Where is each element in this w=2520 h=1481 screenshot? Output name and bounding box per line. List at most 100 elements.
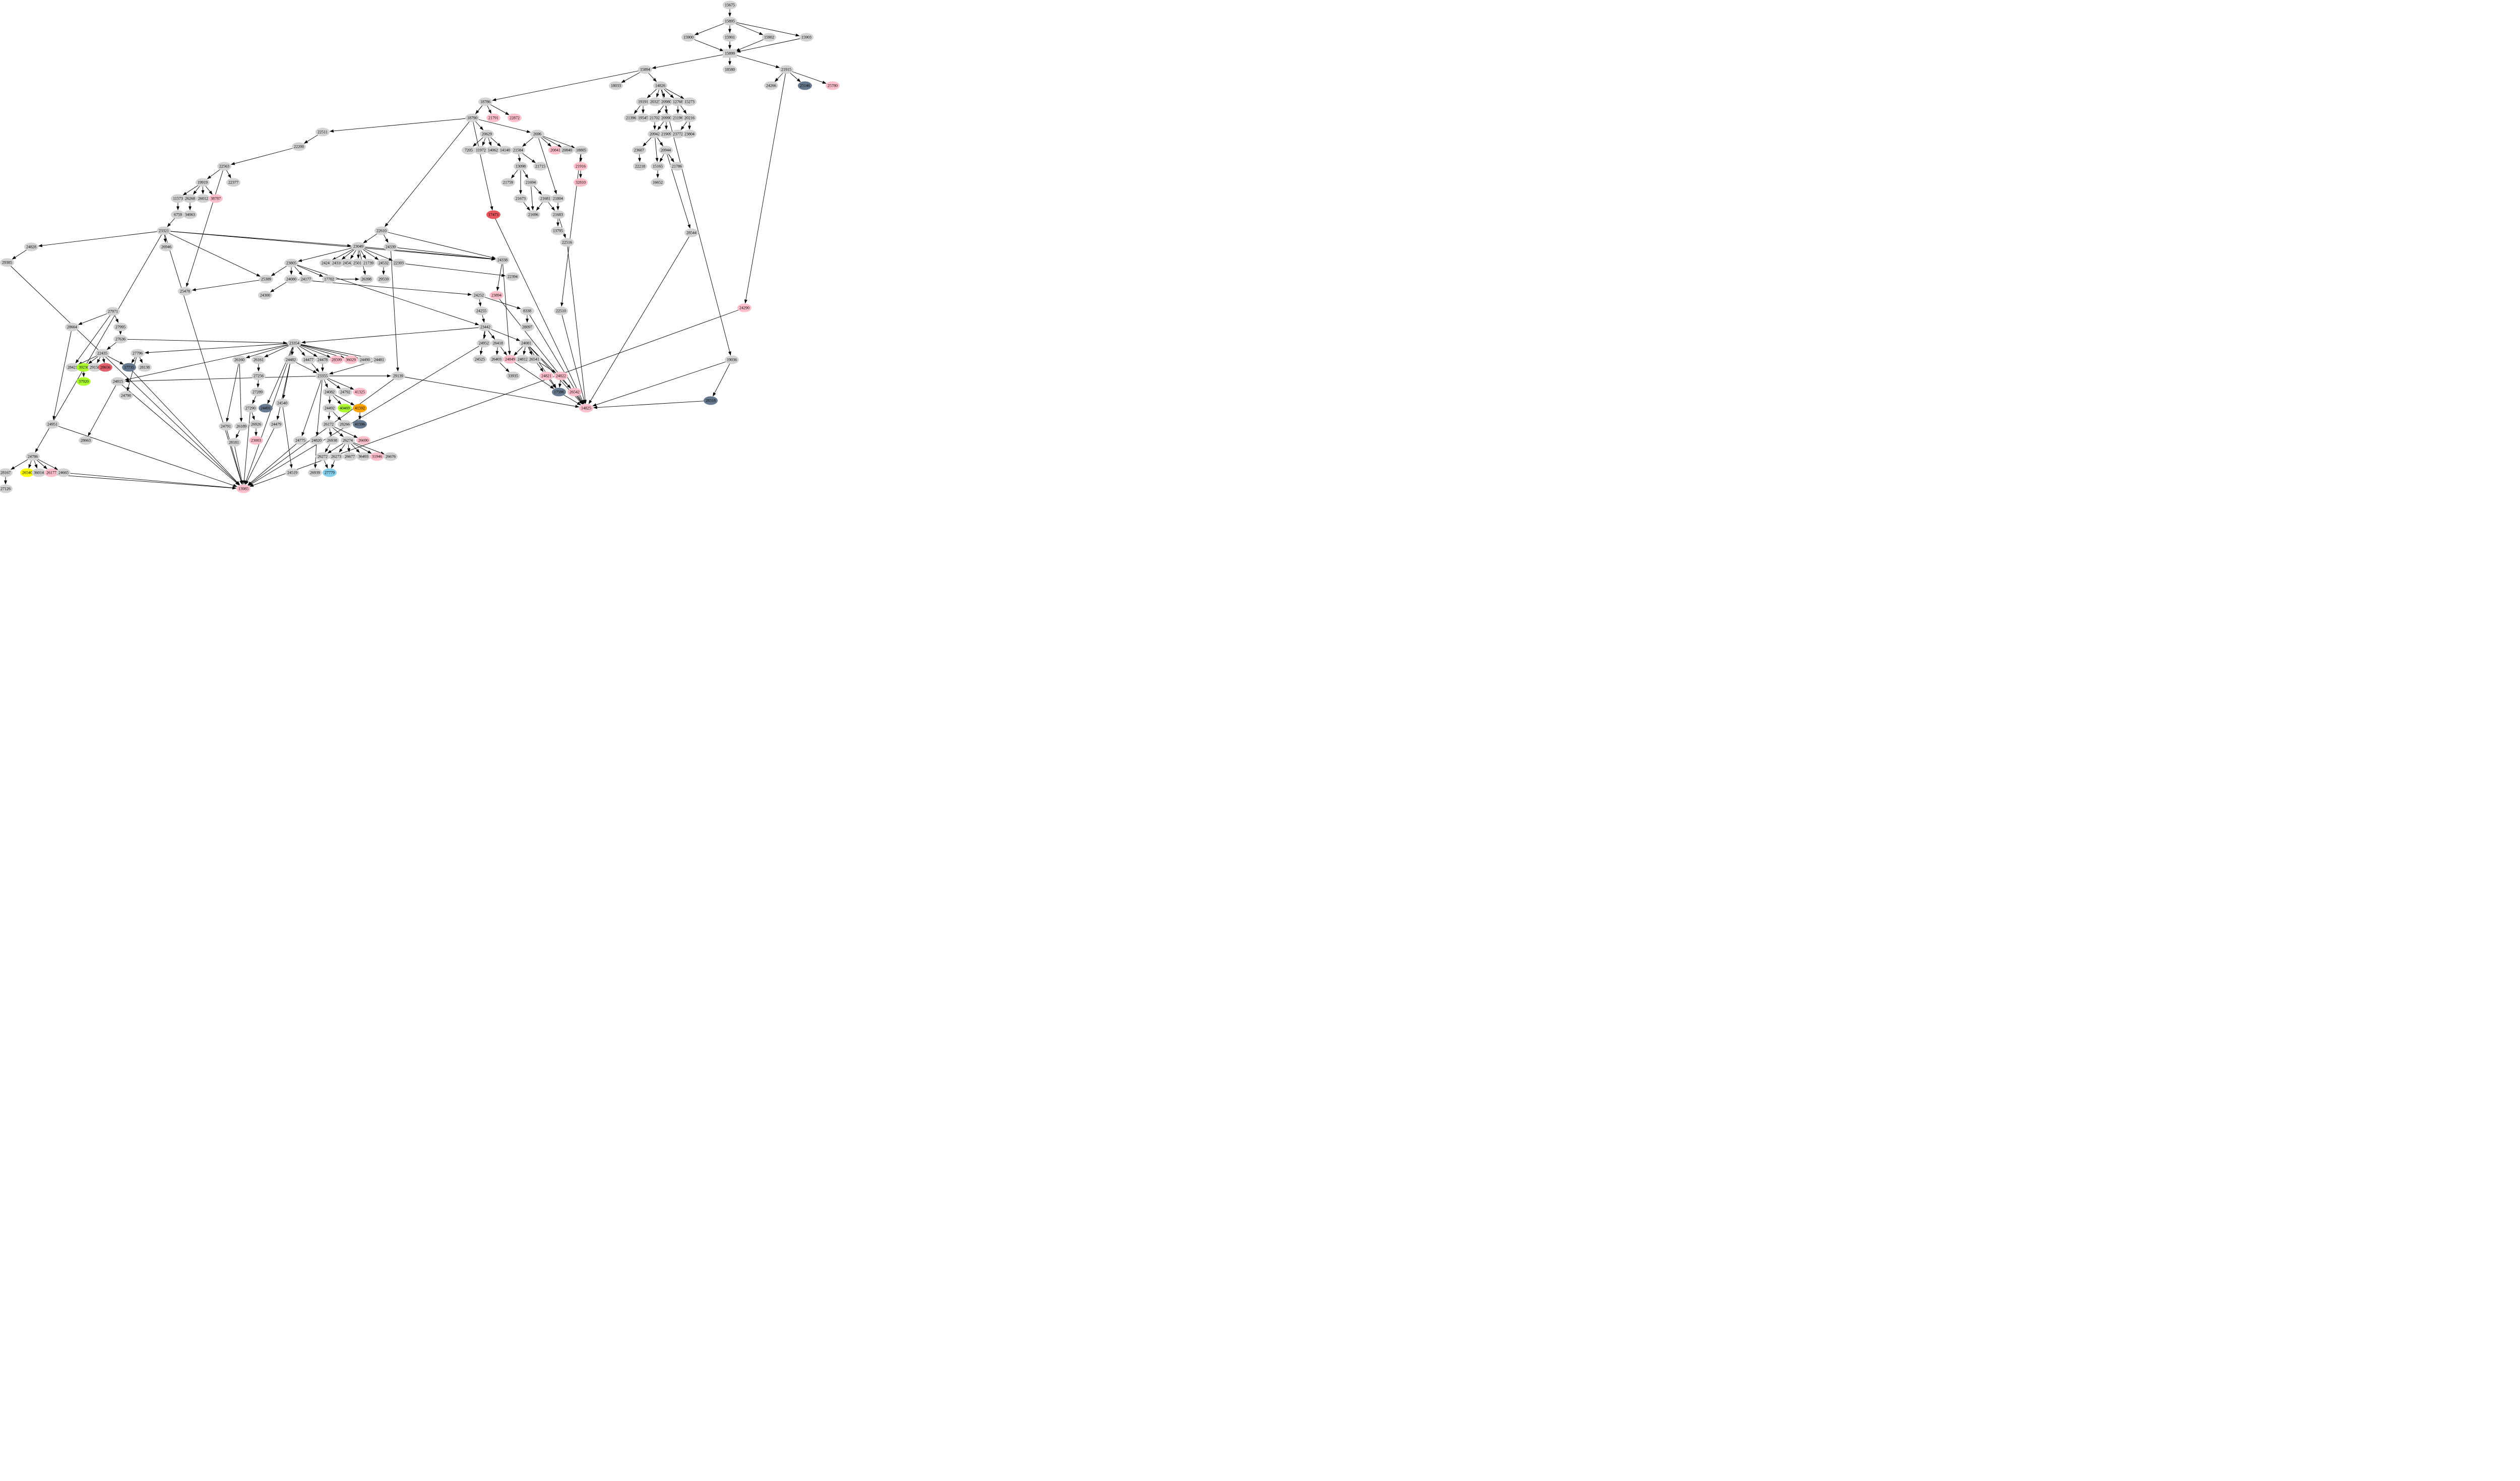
node-26939: 26939 bbox=[308, 468, 322, 477]
node-29139: 29139 bbox=[391, 371, 405, 380]
node-28097: 28097 bbox=[520, 323, 534, 332]
node-label-41596: 41596 bbox=[355, 422, 365, 427]
node-shape-12768 bbox=[671, 97, 685, 106]
node-shape-26946 bbox=[159, 242, 173, 251]
node-27779: 27779 bbox=[323, 468, 337, 477]
node-32810: 32810 bbox=[574, 178, 588, 187]
node-24082: 24082 bbox=[323, 388, 337, 397]
node-22200: 22200 bbox=[292, 142, 306, 151]
node-label-11573: 11573 bbox=[173, 197, 183, 201]
node-18790: 18790 bbox=[465, 113, 479, 122]
node-24255: 24255 bbox=[474, 306, 488, 315]
node-21786: 21786 bbox=[670, 162, 684, 171]
node-shape-24952 bbox=[477, 339, 491, 348]
node-shape-18786 bbox=[478, 97, 492, 106]
node-24339: 24339 bbox=[384, 242, 398, 251]
node-shape-11573 bbox=[171, 194, 185, 203]
node-26541: 26541 bbox=[527, 355, 541, 364]
node-shape-26541 bbox=[527, 355, 541, 364]
node-shape-22218 bbox=[633, 162, 647, 171]
node-24540: 24540 bbox=[275, 399, 289, 408]
node-shape-22563 bbox=[217, 162, 231, 171]
edge-24339-24338 bbox=[390, 246, 496, 261]
node-shape-20841 bbox=[548, 146, 562, 155]
node-shape-24822 bbox=[554, 371, 568, 380]
node-shape-22516 bbox=[560, 238, 574, 247]
node-21683: 21683 bbox=[551, 210, 565, 219]
node-label-21683: 21683 bbox=[553, 213, 563, 217]
node-shape-25146 bbox=[798, 81, 812, 90]
node-26268: 26268 bbox=[183, 194, 197, 203]
node-shape-24812 bbox=[516, 355, 530, 364]
node-shape-26189 bbox=[234, 422, 248, 431]
node-shape-18805 bbox=[574, 146, 588, 155]
node-37920: 37920 bbox=[77, 377, 91, 386]
edge-18790-22511 bbox=[329, 117, 473, 133]
node-20942: 20942 bbox=[648, 130, 662, 139]
node-shape-25389 bbox=[259, 275, 273, 284]
node-label-28181: 28181 bbox=[229, 440, 239, 445]
node-shape-41592 bbox=[353, 404, 367, 413]
node-shape-22394 bbox=[506, 272, 520, 281]
node-6759: 6759 bbox=[171, 210, 185, 219]
node-15899: 15899 bbox=[723, 49, 737, 58]
node-18786: 18786 bbox=[478, 97, 492, 106]
node-shape-14140 bbox=[498, 146, 512, 155]
node-shape-28664 bbox=[65, 323, 79, 332]
node-shape-23805 bbox=[284, 259, 298, 268]
node-label-23804: 23804 bbox=[684, 132, 695, 137]
node-label-15273: 15273 bbox=[684, 100, 695, 104]
node-shape-28181 bbox=[227, 438, 241, 447]
node-label-25010: 25010 bbox=[353, 261, 363, 266]
node-shape-21804 bbox=[551, 194, 565, 203]
node-28656: 28656 bbox=[98, 363, 112, 372]
node-28663: 28663 bbox=[79, 436, 93, 445]
node-label-14825: 14825 bbox=[581, 406, 591, 411]
node-shape-29385 bbox=[0, 258, 14, 267]
node-24525: 24525 bbox=[473, 355, 487, 364]
node-label-18790: 18790 bbox=[467, 116, 477, 120]
edge-23321-24786 bbox=[35, 230, 164, 453]
node-23805: 23805 bbox=[284, 259, 298, 268]
node-22516: 22516 bbox=[560, 238, 574, 247]
node-shape-24775 bbox=[293, 436, 307, 445]
node-21759: 21759 bbox=[501, 178, 515, 187]
node-shape-24491 bbox=[259, 404, 273, 413]
node-22435: 22435 bbox=[95, 349, 109, 358]
node-shape-24540 bbox=[275, 399, 289, 408]
node-shape-27779 bbox=[323, 468, 337, 477]
node-shape-15903 bbox=[799, 33, 813, 42]
node-label-28656: 28656 bbox=[100, 365, 110, 370]
node-24849: 24849 bbox=[503, 355, 517, 364]
node-shape-26012 bbox=[196, 194, 210, 203]
edge-23354-24491 bbox=[267, 343, 295, 404]
node-shape-24849 bbox=[503, 355, 517, 364]
node-shape-28599 bbox=[330, 355, 344, 364]
node-15273: 15273 bbox=[682, 97, 697, 106]
edge-26160-24791 bbox=[226, 359, 240, 422]
node-28318: 28318 bbox=[704, 396, 718, 405]
node-shape-13795 bbox=[551, 226, 565, 235]
node-26189: 26189 bbox=[234, 422, 248, 431]
node-label-18580: 18580 bbox=[725, 68, 735, 72]
edge-24820-26939 bbox=[313, 440, 317, 469]
edge-24338-23894 bbox=[496, 260, 503, 291]
edge-28181-13985 bbox=[233, 442, 243, 485]
edge-23355-24815 bbox=[124, 375, 323, 383]
node-17735: 17735 bbox=[122, 363, 136, 372]
node-21681: 21681 bbox=[538, 194, 552, 203]
node-26398: 26398 bbox=[359, 275, 373, 284]
node-shape-21739 bbox=[361, 259, 375, 268]
node-shape-24481 bbox=[372, 355, 386, 364]
node-shape-28138 bbox=[138, 363, 152, 372]
node-label-24177: 24177 bbox=[301, 277, 311, 282]
node-label-20216: 20216 bbox=[684, 116, 695, 120]
node-shape-24255 bbox=[474, 306, 488, 315]
node-shape-13098 bbox=[514, 162, 528, 171]
node-15165: 15165 bbox=[651, 162, 665, 171]
node-34063: 34063 bbox=[183, 210, 197, 219]
node-label-24081: 24081 bbox=[521, 341, 531, 346]
node-14826: 14826 bbox=[653, 81, 667, 90]
node-shape-36029 bbox=[344, 355, 358, 364]
node-label-23321: 23321 bbox=[159, 229, 169, 233]
